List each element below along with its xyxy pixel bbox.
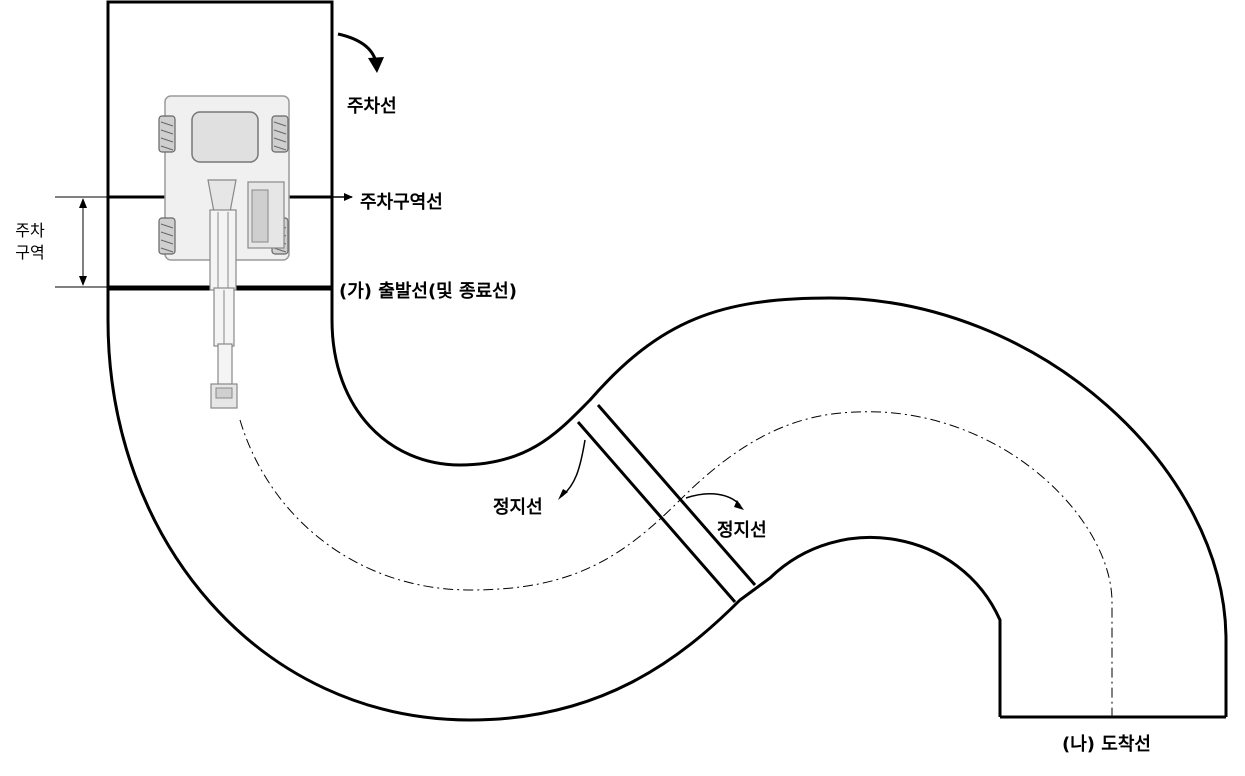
course-outer-edge	[106, 288, 1002, 722]
course-inner-edge	[330, 288, 1228, 717]
stop-line-1	[576, 421, 737, 603]
stop-line-right-label: 정지선	[717, 520, 767, 541]
course-centerline	[239, 411, 1113, 717]
excavator-top-view-icon	[158, 95, 290, 409]
stop-line-left-pointer-head	[558, 489, 568, 500]
curved-arrow-icon	[337, 32, 384, 73]
arrival-line-label: (나) 도착선	[1062, 734, 1151, 755]
stop-line-left-label: 정지선	[493, 497, 543, 518]
dimension-arrow-bottom	[79, 276, 87, 286]
parking-area-label: 주차 구역	[8, 220, 52, 264]
stop-line-2	[596, 404, 757, 586]
dimension-arrow-top	[79, 198, 87, 208]
parking-area-label-bottom: 구역	[15, 243, 45, 262]
stop-line-left-pointer	[561, 439, 586, 497]
start-line-label: (가) 출발선(및 종료선)	[339, 281, 517, 302]
parking-line-label: 주차선	[347, 96, 397, 117]
stop-line-right-pointer-head	[734, 500, 744, 510]
parking-area-line-label: 주차구역선	[360, 192, 443, 213]
stop-line-right-pointer	[685, 493, 741, 506]
parking-area-label-top: 주차	[15, 221, 45, 240]
